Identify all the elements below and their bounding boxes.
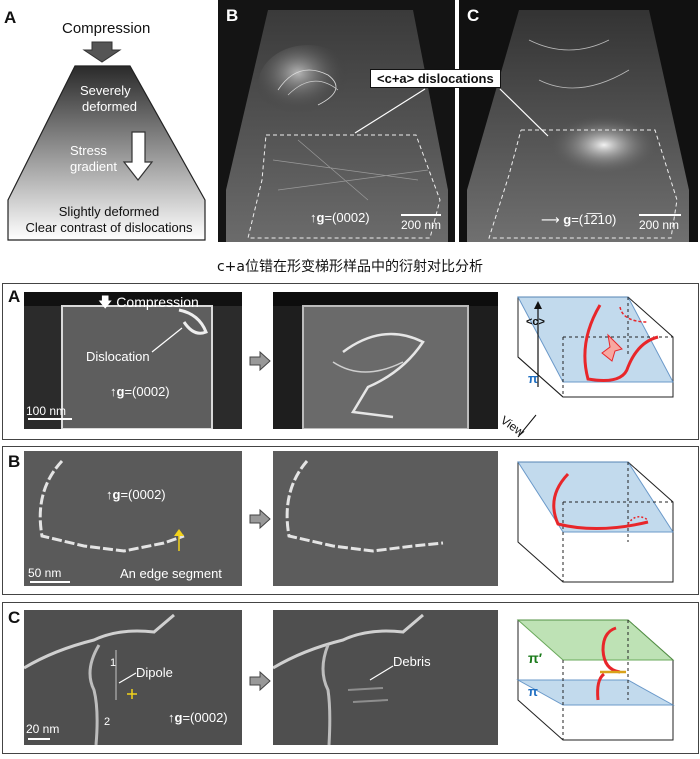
row-a-image-1: 🡇 Compression Dislocation ↑g=(0002) 100 … — [24, 292, 242, 429]
trapezoid-shape — [7, 65, 206, 241]
debris-label: Debris — [393, 654, 431, 669]
dipole-label: Dipole — [136, 665, 173, 680]
compression-label: Compression — [62, 20, 151, 37]
dislocation-line-b — [552, 472, 649, 530]
top-panel-c-image: C ⟶ g=(1̅2̅10) 200 nm — [459, 0, 698, 242]
row-a-image-2 — [273, 292, 498, 429]
trapezoid-schematic — [7, 41, 206, 241]
dislocation-label: Dislocation — [86, 349, 150, 364]
transition-arrow-icon-c — [249, 670, 271, 692]
g-vector-row-a: ↑g=(0002) — [110, 384, 170, 399]
stress-arrow-icon — [122, 131, 154, 181]
pi-prime-label: π′ — [528, 650, 543, 666]
transition-arrow-icon-b — [249, 508, 271, 530]
scale-label-c-top: 200 nm — [639, 218, 680, 232]
row-c-image-1: 1 2 Dipole ↑g=(0002) 20 nm — [24, 610, 242, 745]
scale-bar-b-top — [401, 214, 441, 216]
g-vector-row-c: ↑g=(0002) — [168, 710, 228, 725]
panel-label-c-top: C — [467, 6, 480, 25]
panel-label-b-top: B — [226, 6, 239, 25]
pi-plane-a — [517, 296, 674, 383]
g-vector-row-b: ↑g=(0002) — [106, 487, 166, 502]
mark-1: 1 — [110, 657, 117, 669]
row-a-label: A — [8, 287, 21, 306]
g-vector-c-top: ⟶ g=(1̅2̅10) — [541, 212, 617, 227]
figure-caption: c+a位错在形变梯形样品中的衍射对比分析 — [216, 259, 483, 275]
movement-arrow-icon — [601, 333, 623, 362]
pi-label-c: π — [528, 684, 538, 699]
g-vector-b-top: ↑g=(0002) — [310, 210, 370, 225]
panel-label-a: A — [4, 8, 17, 27]
scale-label-row-b: 50 nm — [28, 566, 62, 580]
row-b-image-2 — [273, 451, 498, 586]
c-axis-label: <c> — [526, 316, 545, 328]
row-b-label: B — [8, 452, 21, 471]
dislocation-line-a — [583, 304, 659, 382]
pi-label-a: π — [528, 371, 538, 386]
row-b-image-1: ↑g=(0002) An edge segment 50 nm — [24, 451, 242, 586]
row-c-image-2: Debris — [273, 610, 498, 745]
scale-label-row-a: 100 nm — [26, 404, 67, 418]
scale-bar-row-a — [28, 418, 72, 420]
mark-2: 2 — [104, 716, 111, 728]
compression-arrow-icon — [82, 41, 122, 63]
row-c-label: C — [8, 608, 21, 627]
scale-label-b-top: 200 nm — [401, 218, 442, 232]
edge-segment-label: An edge segment — [120, 566, 222, 581]
scale-bar-row-c — [28, 738, 50, 740]
pi-prime-plane — [516, 619, 675, 661]
scale-bar-c-top — [639, 214, 681, 216]
top-panel-b-image: B ↑g=(0002) 200 nm — [218, 0, 455, 242]
compression-label-a: 🡇 Compression — [98, 294, 199, 310]
scale-label-row-c: 20 nm — [26, 722, 60, 736]
ca-dislocations-callout: <c+a> dislocations — [370, 69, 501, 88]
transition-arrow-icon — [249, 350, 271, 372]
scale-bar-row-b — [30, 581, 70, 583]
